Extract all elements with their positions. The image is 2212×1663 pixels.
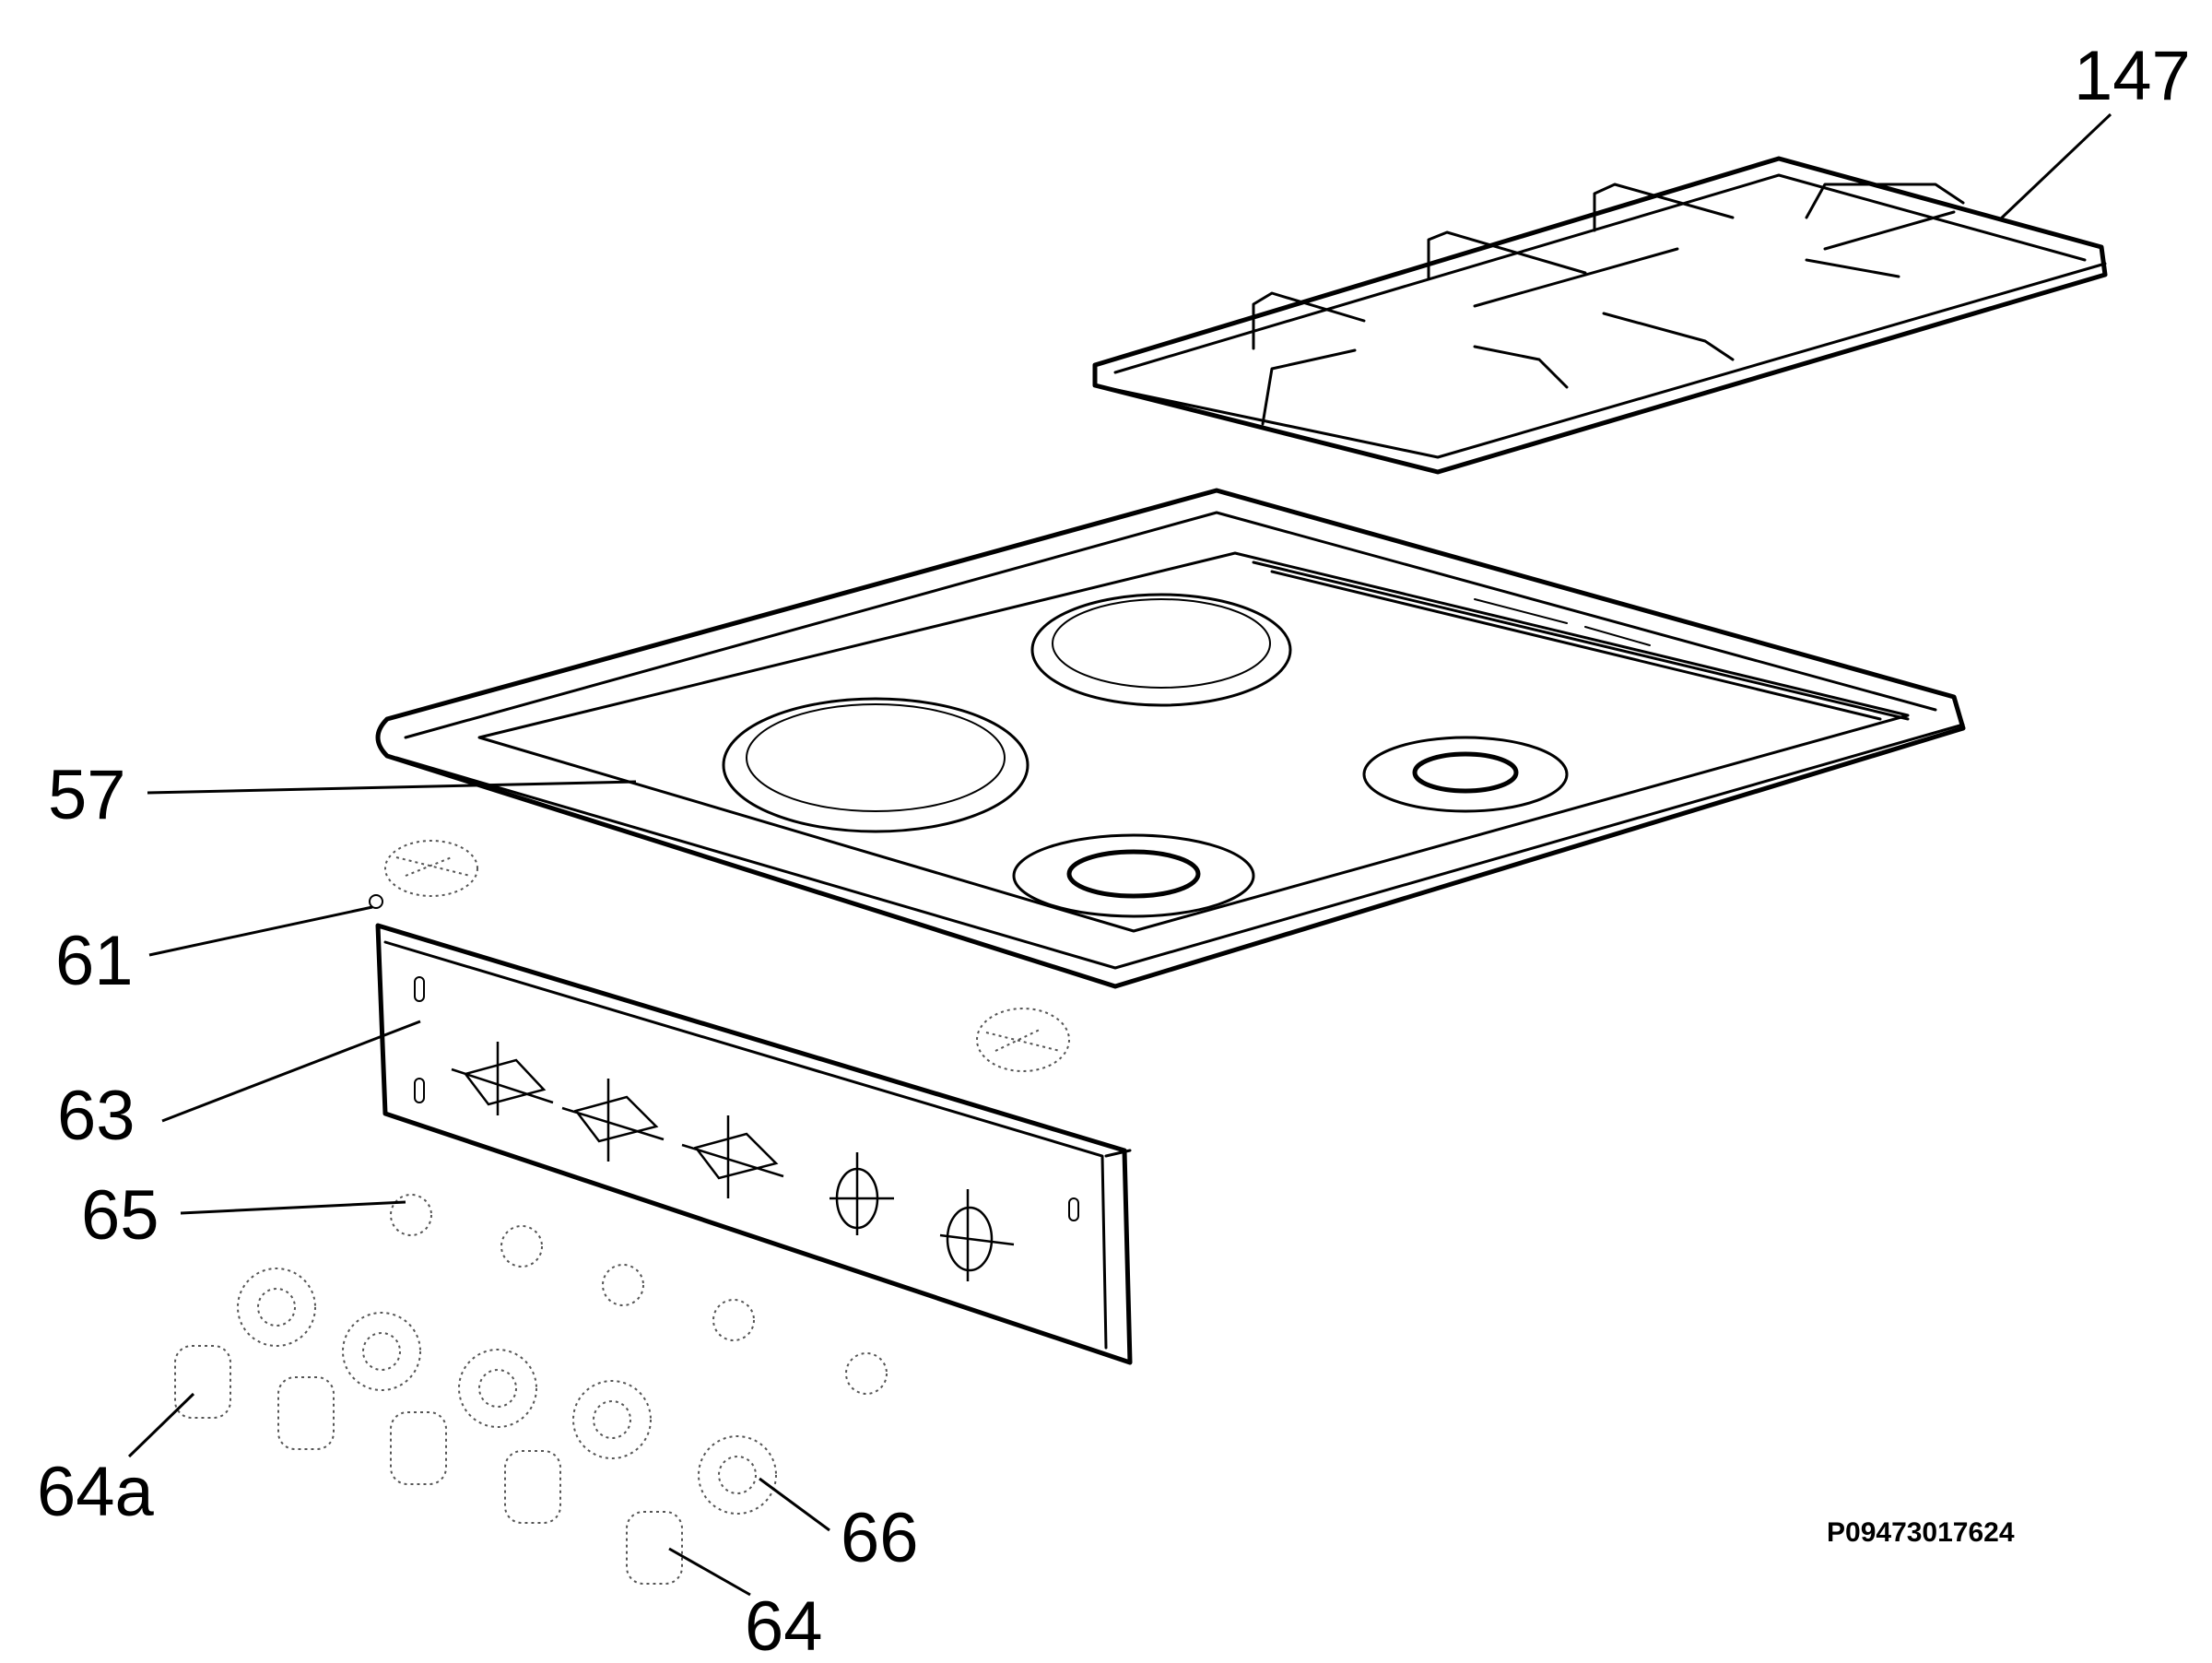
spindle-sleeves	[390, 1194, 888, 1395]
callout-63: 63	[57, 1077, 135, 1155]
control-knobs	[174, 1345, 683, 1585]
knob-bezels	[237, 1268, 777, 1515]
control-panel	[375, 923, 1133, 1365]
pan-support-grid	[1092, 156, 2108, 475]
burner-front-right	[1012, 833, 1255, 918]
hotplate-front-left	[722, 697, 1030, 833]
callout-64a: 64a	[37, 1453, 155, 1531]
washer	[369, 894, 383, 909]
leader-lines	[127, 112, 2112, 1597]
screw-clip-left	[384, 840, 478, 897]
callout-65: 65	[81, 1176, 159, 1255]
callout-61: 61	[55, 922, 134, 1000]
screw-clip-right	[976, 1008, 1070, 1072]
hotplate-rear-center	[1030, 593, 1292, 707]
document-code: P09473017624	[1827, 1517, 2015, 1548]
callout-147: 147	[2074, 37, 2191, 115]
hob-top	[375, 488, 1966, 989]
callout-57: 57	[48, 756, 126, 834]
burner-rear-right	[1362, 736, 1569, 813]
callout-66: 66	[841, 1499, 919, 1577]
callout-64: 64	[745, 1587, 823, 1663]
